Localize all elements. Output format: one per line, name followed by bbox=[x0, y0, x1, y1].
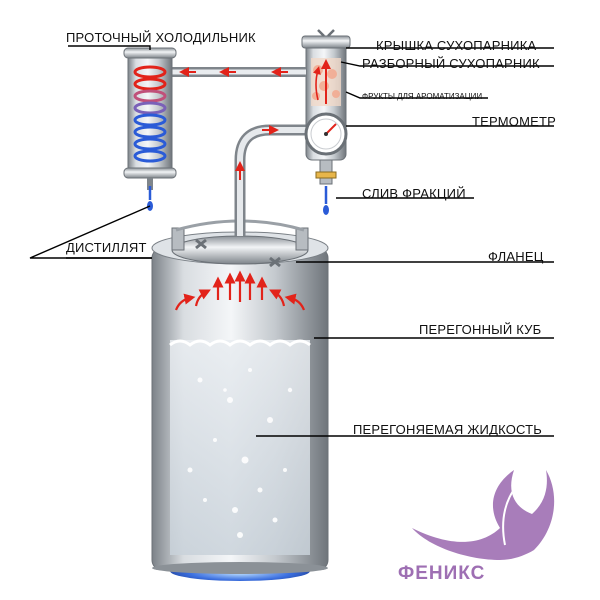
still-pot bbox=[151, 231, 329, 574]
label-fruits: ФРУКТЫ ДЛЯ АРОМАТИЗАЦИИ bbox=[362, 92, 483, 101]
thermometer-icon bbox=[304, 112, 348, 156]
label-distillate: ДИСТИЛЛЯТ bbox=[66, 240, 147, 255]
label-flange: ФЛАНЕЦ bbox=[488, 249, 544, 264]
leader-lines bbox=[29, 45, 554, 437]
label-steamer-body: РАЗБОРНЫЙ СУХОПАРНИК bbox=[362, 56, 540, 71]
brand-name: ФЕНИКС bbox=[398, 563, 486, 584]
vapour-arrows-pot bbox=[174, 270, 306, 311]
label-drain: СЛИВ ФРАКЦИЙ bbox=[362, 186, 466, 201]
label-condenser: ПРОТОЧНЫЙ ХОЛОДИЛЬНИК bbox=[66, 30, 256, 45]
label-still-pot: ПЕРЕГОННЫЙ КУБ bbox=[419, 322, 542, 337]
flange bbox=[171, 219, 309, 268]
phoenix-feather-logo bbox=[412, 470, 555, 560]
label-liquid: ПЕРЕГОНЯЕМАЯ ЖИДКОСТЬ bbox=[353, 422, 543, 437]
vapour-pipe bbox=[234, 124, 306, 236]
condenser bbox=[123, 47, 177, 211]
label-steamer-lid: КРЫШКА СУХОПАРНИКА bbox=[376, 38, 537, 53]
label-thermometer: ТЕРМОМЕТР bbox=[472, 114, 556, 129]
